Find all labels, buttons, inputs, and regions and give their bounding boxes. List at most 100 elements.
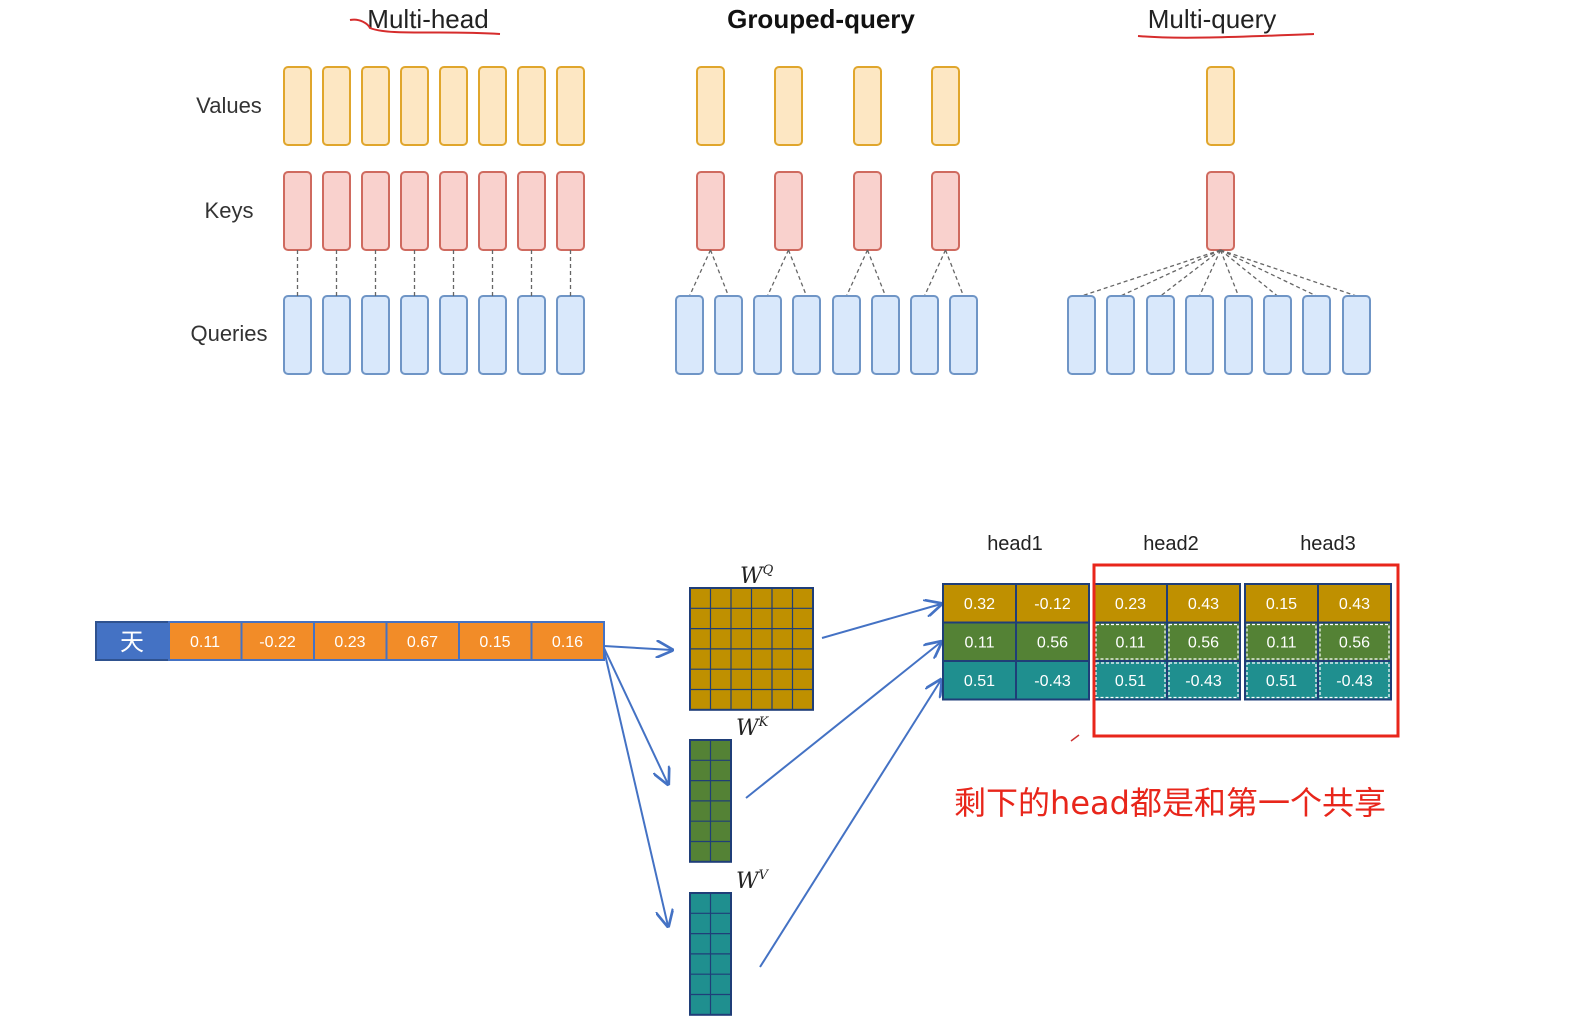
wq-label: WQ (740, 563, 774, 589)
head-matrix-value: 0.51 (1115, 673, 1146, 690)
multi-head-key-block (322, 171, 351, 251)
head-matrix-value: -0.43 (1034, 673, 1071, 690)
shared-cell-marker (1095, 662, 1166, 699)
shared-cell-marker (1246, 662, 1317, 699)
shared-cell-marker (1319, 662, 1390, 699)
multi-head-value-block (322, 66, 351, 146)
attention-heads-layer (283, 66, 1371, 375)
embedding-cell (458, 621, 533, 661)
head-matrix-cell (1015, 583, 1090, 624)
grouped-query-value-block (931, 66, 960, 146)
multi-query-value-block (1206, 66, 1235, 146)
shared-cell-marker (1168, 662, 1239, 699)
head-matrix-cell (1166, 621, 1241, 662)
head-matrix-cell (942, 660, 1017, 701)
grouped-query-query-block (910, 295, 939, 375)
head2-label: head2 (1143, 533, 1199, 555)
head-matrix-cell (1317, 660, 1392, 701)
multi-head-query-block (361, 295, 390, 375)
embedding-cell (385, 621, 460, 661)
shared-cell-marker (1168, 623, 1239, 660)
head-matrix-value: 0.11 (1116, 635, 1146, 652)
head-matrix-value: 0.43 (1188, 596, 1219, 613)
multi-head-query-block (439, 295, 468, 375)
multi-query-title: Multi-query (1148, 4, 1277, 34)
multi-head-key-block (478, 171, 507, 251)
embedding-value: 0.67 (407, 634, 438, 651)
wv-label: WV (736, 868, 770, 894)
multi-head-value-block (556, 66, 585, 146)
grouped-query-key-block (853, 171, 882, 251)
head-matrix-value: 0.56 (1339, 635, 1370, 652)
multi-head-key-block (283, 171, 312, 251)
arrow-wv-to-v (759, 680, 941, 968)
head-matrix-value: 0.56 (1188, 635, 1219, 652)
grouped-query-query-block (871, 295, 900, 375)
wv-matrix (689, 892, 732, 1016)
head-matrix-value: 0.15 (1266, 596, 1297, 613)
shared-cell-marker (1095, 623, 1166, 660)
head-matrix-value: 0.51 (964, 673, 995, 690)
arrow-wq-to-q (821, 604, 941, 639)
grouped-query-query-block (753, 295, 782, 375)
multi-head-value-block (283, 66, 312, 146)
head-matrix-value: 0.51 (1266, 673, 1297, 690)
multi-query-link (1220, 249, 1317, 297)
multi-query-query-block (1302, 295, 1331, 375)
multi-head-value-block (517, 66, 546, 146)
arrow-embedding-to-wq (603, 646, 672, 650)
head-matrix-value: -0.12 (1034, 596, 1071, 613)
head-matrix-cell (1166, 583, 1241, 624)
grouped-query-query-block (949, 295, 978, 375)
grouped-query-query-block (792, 295, 821, 375)
multi-query-query-block (1185, 295, 1214, 375)
wq-matrix (689, 587, 814, 711)
multi-query-underline-mark (1137, 33, 1315, 39)
head3-label: head3 (1300, 533, 1356, 555)
grouped-query-query-block (832, 295, 861, 375)
head-matrix-value: 0.43 (1339, 596, 1370, 613)
head-matrix-value: 0.11 (965, 635, 995, 652)
multi-head-query-block (517, 295, 546, 375)
multi-head-key-block (439, 171, 468, 251)
grouped-query-link (766, 249, 790, 297)
head-matrix-cell (1015, 621, 1090, 662)
grouped-query-key-block (931, 171, 960, 251)
grouped-query-key-block (696, 171, 725, 251)
token-char: 天 (120, 628, 144, 656)
arrow-embedding-to-wv (603, 649, 668, 926)
multi-head-query-block (400, 295, 429, 375)
head-matrix-value: -0.43 (1336, 673, 1373, 690)
grouped-query-link (845, 249, 869, 297)
head-matrix-cell (1093, 621, 1168, 662)
values-row-label: Values (196, 93, 262, 118)
head-matrix-cell (1093, 660, 1168, 701)
embedding-value: 0.16 (552, 634, 583, 651)
multi-query-link (1219, 249, 1240, 297)
grouped-query-link (709, 249, 730, 297)
head-matrix-cell (1317, 621, 1392, 662)
multi-head-title: Multi-head (367, 4, 488, 34)
grouped-query-query-block (714, 295, 743, 375)
multi-head-value-block (478, 66, 507, 146)
multi-head-value-block (361, 66, 390, 146)
embedding-value: 0.23 (334, 634, 365, 651)
multi-head-key-block (556, 171, 585, 251)
head-matrix-value: 0.32 (964, 596, 995, 613)
head-matrix-value: 0.23 (1115, 596, 1146, 613)
multi-head-key-block (517, 171, 546, 251)
multi-query-query-block (1224, 295, 1253, 375)
multi-head-value-block (400, 66, 429, 146)
head-matrix: 0.32 -0.12 0.11 0.56 0.51 -0.43 0.23 0.43 0.11 0.… (942, 583, 1392, 701)
embedding-cell (530, 621, 605, 661)
multi-head-key-block (361, 171, 390, 251)
multi-query-link (1198, 249, 1222, 297)
grouped-query-link (944, 249, 965, 297)
multi-query-link (1220, 249, 1357, 297)
shared-cell-marker (1319, 623, 1390, 660)
embedding-value: -0.22 (259, 634, 296, 651)
multi-query-key-block (1206, 171, 1235, 251)
head-matrix-cell (1244, 583, 1319, 624)
